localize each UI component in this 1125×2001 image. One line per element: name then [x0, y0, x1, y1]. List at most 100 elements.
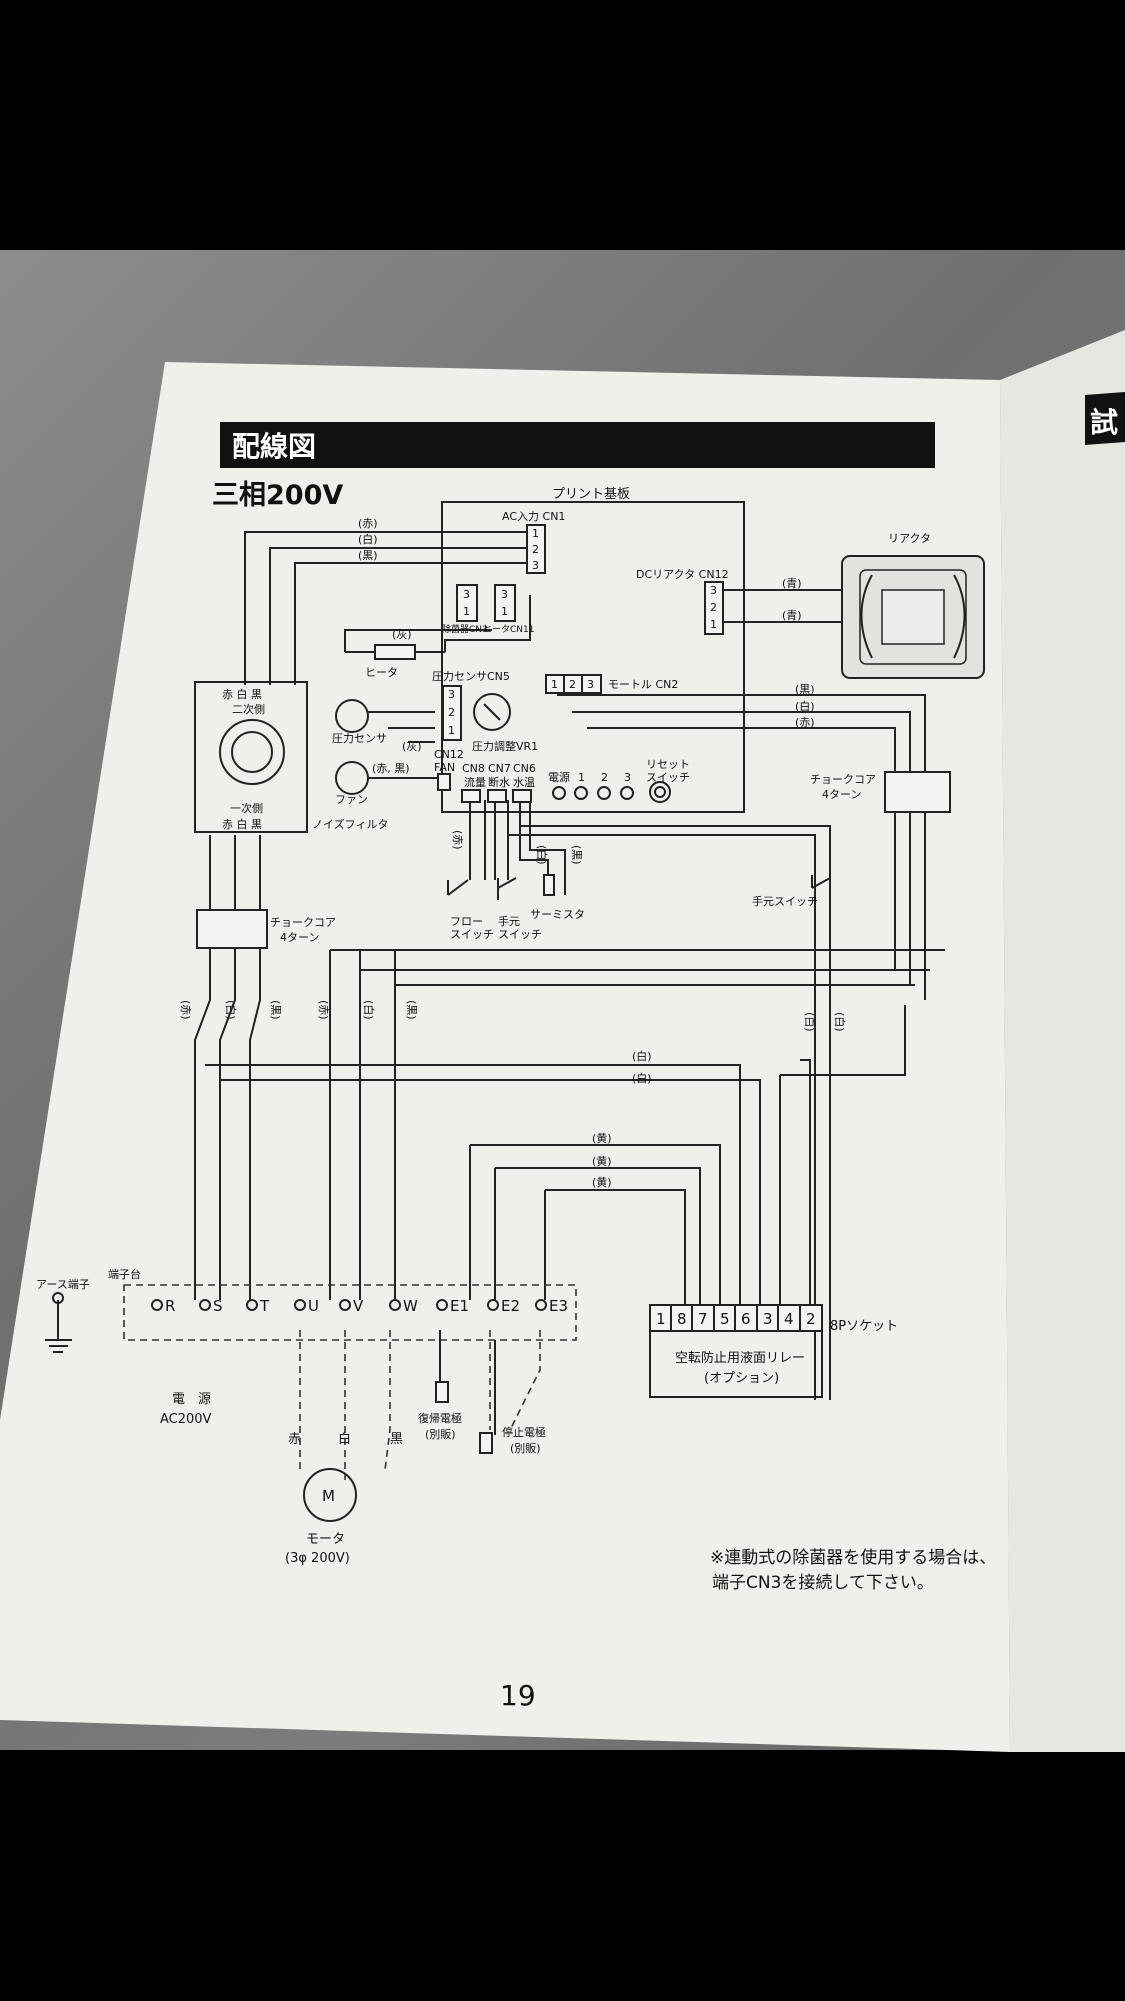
terminal-label: U	[308, 1297, 319, 1315]
stop-electrode-label: 停止電極	[502, 1425, 546, 1439]
reactor-pin: 3	[710, 584, 717, 597]
page-title: 配線図	[232, 430, 316, 463]
terminal-label: S	[213, 1297, 223, 1315]
socket-pin: 6	[741, 1310, 751, 1328]
stop-electrode-separate: (別販)	[510, 1442, 541, 1455]
bus-color: (黒)	[405, 1000, 418, 1020]
terminal-label: E1	[450, 1297, 469, 1315]
heater-element	[374, 644, 416, 660]
motor-symbol: M	[322, 1487, 335, 1505]
board-label: プリント基板	[552, 487, 630, 502]
restore-electrode	[435, 1381, 449, 1403]
hand-switch-right	[811, 875, 831, 889]
restore-electrode-label: 復帰電極	[418, 1411, 462, 1425]
terminals	[151, 1299, 547, 1311]
title-bar	[220, 422, 935, 468]
wire-color: (黄)	[592, 1175, 612, 1189]
reactor-pin: 1	[710, 618, 717, 631]
wire-color: (白)	[632, 1049, 652, 1063]
reactor-label: リアクタ	[888, 532, 931, 545]
socket-pin: 3	[763, 1310, 773, 1328]
cn1-pin: 2	[532, 543, 539, 556]
cn3-pin: 3	[463, 588, 470, 601]
wire-color-red: (赤)	[451, 830, 464, 850]
relay-label: 空転防止用液面リレー	[675, 1350, 805, 1366]
footnote-line1: ※連動式の除菌器を使用する場合は、	[710, 1547, 996, 1568]
led-label: 2	[601, 771, 608, 784]
pressure-adjust-dial	[473, 693, 511, 731]
wire-color: (白)	[803, 1012, 817, 1032]
footnote-line2: 端子CN3を接続して下さい。	[712, 1573, 934, 1593]
cn3-label: 除菌器CN3	[442, 623, 488, 635]
page-sheet	[0, 362, 1010, 1752]
fan-connector-label: FAN	[434, 761, 455, 774]
fan	[335, 761, 369, 795]
wire-color: (青)	[782, 609, 802, 622]
earth-terminal	[52, 1292, 64, 1304]
wire-color-black: (黒)	[570, 845, 583, 865]
cn2-connector: 1 2 3	[545, 674, 602, 694]
sensor-color: (灰)	[402, 739, 422, 753]
next-page-sheet	[1000, 330, 1125, 1752]
bus-color: (黒)	[269, 1000, 282, 1020]
cn1-label: AC入力 CN1	[502, 510, 565, 523]
choke-core-right-turns: 4ターン	[822, 788, 861, 801]
cn2-pin: 1	[551, 678, 558, 691]
terminal-label: E3	[549, 1297, 568, 1315]
cn11-pin: 3	[501, 588, 508, 601]
wire-color: (青)	[782, 577, 802, 590]
heater-color: (灰)	[392, 627, 412, 641]
motor	[303, 1468, 357, 1522]
terminal-block	[123, 1284, 577, 1341]
choke-core-left-label: チョークコア	[270, 916, 336, 929]
terminal-label: E2	[501, 1297, 520, 1315]
next-page-fragment: 試	[1090, 406, 1118, 439]
cn5-pin: 1	[448, 724, 455, 737]
cn3-connector: 3 1	[456, 584, 478, 622]
noise-filter-label: ノイズフィルタ	[312, 817, 388, 831]
thermistor	[543, 874, 555, 896]
hand-switch-center	[497, 877, 517, 900]
socket-pin: 8	[677, 1310, 687, 1328]
cn1-pin: 3	[532, 559, 539, 572]
wire-color: (黄)	[592, 1154, 612, 1168]
motor-wire-letter: 赤	[288, 1432, 301, 1447]
wire-color: (白)	[358, 532, 378, 546]
heater-label: ヒータ	[365, 666, 398, 679]
choke-core-left-turns: 4ターン	[280, 931, 319, 944]
cn8-label: CN8	[462, 762, 485, 775]
water-cut-label: 断水	[488, 775, 510, 789]
reactor	[841, 555, 985, 679]
socket-pin: 2	[806, 1310, 816, 1328]
power-label: 電 源	[172, 1392, 211, 1407]
pressure-sensor	[335, 699, 369, 733]
wire-color: (白)	[833, 1012, 847, 1032]
choke-core-right-label: チョークコア	[810, 773, 876, 786]
bus-color: (赤)	[317, 1000, 330, 1020]
wiring	[45, 531, 945, 1480]
cn11-connector: 3 1	[494, 584, 516, 622]
terminal-label: R	[165, 1297, 175, 1315]
reactor-pin: 2	[710, 601, 717, 614]
earth-terminal-label: アース端子	[36, 1278, 90, 1291]
water-temp-label: 水温	[513, 776, 535, 789]
cn1-connector: 1 2 3	[526, 524, 546, 574]
reset-switch-label: リセットスイッチ	[646, 758, 690, 784]
next-page-header-bar	[1085, 392, 1125, 445]
cn2-pin: 3	[587, 678, 594, 691]
cn6-label: CN6	[513, 762, 536, 775]
terminal-label: T	[259, 1297, 270, 1315]
motor-wire-letter: 黒	[390, 1432, 403, 1447]
choke-core-left	[196, 909, 268, 949]
dc-reactor-label: DCリアクタ CN12	[636, 568, 729, 581]
relay-option-label: (オプション)	[704, 1371, 779, 1386]
motor-spec: (3φ 200V)	[285, 1551, 350, 1566]
cn8-cn7-cn6-connectors	[461, 789, 532, 803]
noise-filter-bottom-colors: 赤 白 黒	[222, 817, 262, 831]
restore-electrode-separate: (別販)	[425, 1428, 456, 1441]
power-voltage: AC200V	[160, 1412, 212, 1427]
cn1-pin: 1	[532, 527, 539, 540]
cn12-fan-label: CN12	[434, 748, 464, 761]
socket-pin: 4	[784, 1310, 794, 1328]
